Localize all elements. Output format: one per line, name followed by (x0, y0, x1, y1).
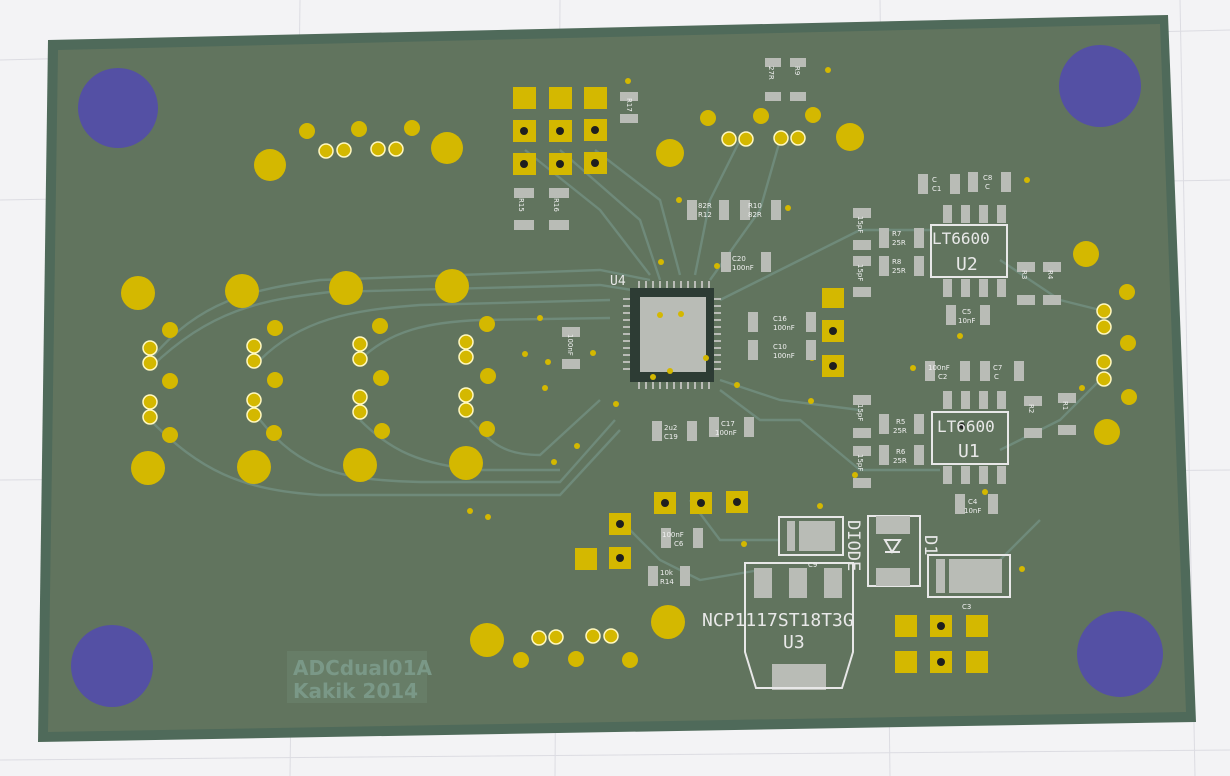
svg-text:10k: 10k (660, 569, 674, 577)
svg-text:25R: 25R (892, 267, 906, 275)
component-labels: 82R R12 R10 82R C20 100nF C16 100nF C10 … (517, 66, 1069, 611)
svg-text:R2: R2 (1027, 404, 1035, 413)
u2-soic-chip[interactable] (930, 205, 1008, 297)
u2-ref-label: U2 (956, 254, 978, 275)
svg-text:100nF: 100nF (566, 334, 574, 356)
smd-passives[interactable] (514, 58, 1076, 586)
svg-text:25R: 25R (893, 427, 907, 435)
svg-text:R3: R3 (1020, 270, 1028, 279)
svg-text:R7: R7 (892, 230, 901, 238)
svg-text:10nF: 10nF (958, 317, 975, 325)
pin-pairs (142, 130, 1112, 646)
svg-text:C: C (994, 373, 999, 381)
svg-text:C: C (932, 176, 937, 184)
svg-text:R9: R9 (793, 66, 801, 75)
mounting-hole-top-right (1059, 45, 1141, 127)
svg-text:10nF: 10nF (964, 507, 981, 515)
power-parts[interactable] (778, 515, 1011, 598)
svg-text:25R: 25R (893, 457, 907, 465)
svg-text:R12: R12 (698, 211, 712, 219)
svg-text:C4: C4 (968, 498, 978, 506)
svg-text:27R: 27R (767, 66, 775, 80)
mounting-hole-top-left (78, 68, 158, 148)
u3-regulator[interactable] (744, 562, 854, 690)
u1-ref-label: U1 (958, 441, 980, 462)
svg-text:82R: 82R (748, 211, 762, 219)
svg-text:C6: C6 (674, 540, 684, 548)
svg-text:C17: C17 (721, 420, 735, 428)
svg-text:C20: C20 (732, 255, 746, 263)
board-name-block: ADCdual01A Kakik 2014 (287, 651, 432, 703)
svg-text:100nF: 100nF (773, 324, 795, 332)
svg-text:C5: C5 (962, 308, 971, 316)
board-name: ADCdual01A (293, 656, 432, 680)
mounting-hole-bottom-left (71, 625, 153, 707)
svg-text:C9: C9 (808, 561, 817, 569)
svg-text:R5: R5 (896, 418, 905, 426)
svg-text:15pF: 15pF (856, 404, 864, 421)
svg-text:R8: R8 (892, 258, 901, 266)
svg-text:C16: C16 (773, 315, 787, 323)
svg-text:C2: C2 (938, 373, 947, 381)
svg-text:R17: R17 (625, 98, 633, 112)
svg-text:R16: R16 (552, 198, 560, 212)
header-pads (513, 87, 988, 673)
svg-text:C8: C8 (983, 174, 992, 182)
svg-text:R14: R14 (660, 578, 674, 586)
svg-text:R10: R10 (748, 202, 762, 210)
svg-text:25R: 25R (892, 239, 906, 247)
svg-text:100nF: 100nF (662, 531, 684, 539)
svg-text:C19: C19 (664, 433, 678, 441)
large-pads (121, 123, 1120, 657)
svg-text:2u2: 2u2 (664, 424, 677, 432)
u4-ref-label: U4 (610, 274, 626, 289)
mounting-holes (71, 45, 1163, 707)
u1-part-label: LT6600 (937, 417, 995, 436)
copper-traces (149, 139, 1101, 592)
svg-text:100nF: 100nF (928, 364, 950, 372)
svg-text:C10: C10 (773, 343, 787, 351)
svg-text:C7: C7 (993, 364, 1002, 372)
svg-text:R1: R1 (1061, 401, 1069, 410)
u4-qfp-chip[interactable] (623, 281, 721, 389)
svg-text:15pF: 15pF (856, 264, 864, 281)
board-surface (48, 24, 1186, 732)
vias (467, 67, 1085, 572)
svg-text:C: C (985, 183, 990, 191)
d1-ref-label: D1 (920, 535, 940, 555)
svg-text:15pF: 15pF (856, 216, 864, 233)
svg-text:R4: R4 (1046, 270, 1054, 280)
board-author: Kakik 2014 (293, 679, 418, 703)
svg-text:82R: 82R (698, 202, 712, 210)
svg-text:C3: C3 (962, 603, 971, 611)
svg-text:15pF: 15pF (856, 454, 864, 471)
svg-text:C1: C1 (932, 185, 941, 193)
small-pads (162, 107, 1137, 668)
u2-part-label: LT6600 (932, 229, 990, 248)
u3-ref-label: U3 (783, 632, 805, 653)
mounting-hole-bottom-right (1077, 611, 1163, 697)
diode-label: DIODE (843, 520, 863, 571)
svg-text:100nF: 100nF (773, 352, 795, 360)
svg-text:100nF: 100nF (732, 264, 754, 272)
u3-part-label: NCP1117ST18T3G (702, 610, 854, 631)
u1-soic-chip[interactable] (931, 391, 1009, 484)
svg-text:100nF: 100nF (715, 429, 737, 437)
svg-text:R15: R15 (517, 198, 525, 212)
svg-text:R6: R6 (896, 448, 906, 456)
